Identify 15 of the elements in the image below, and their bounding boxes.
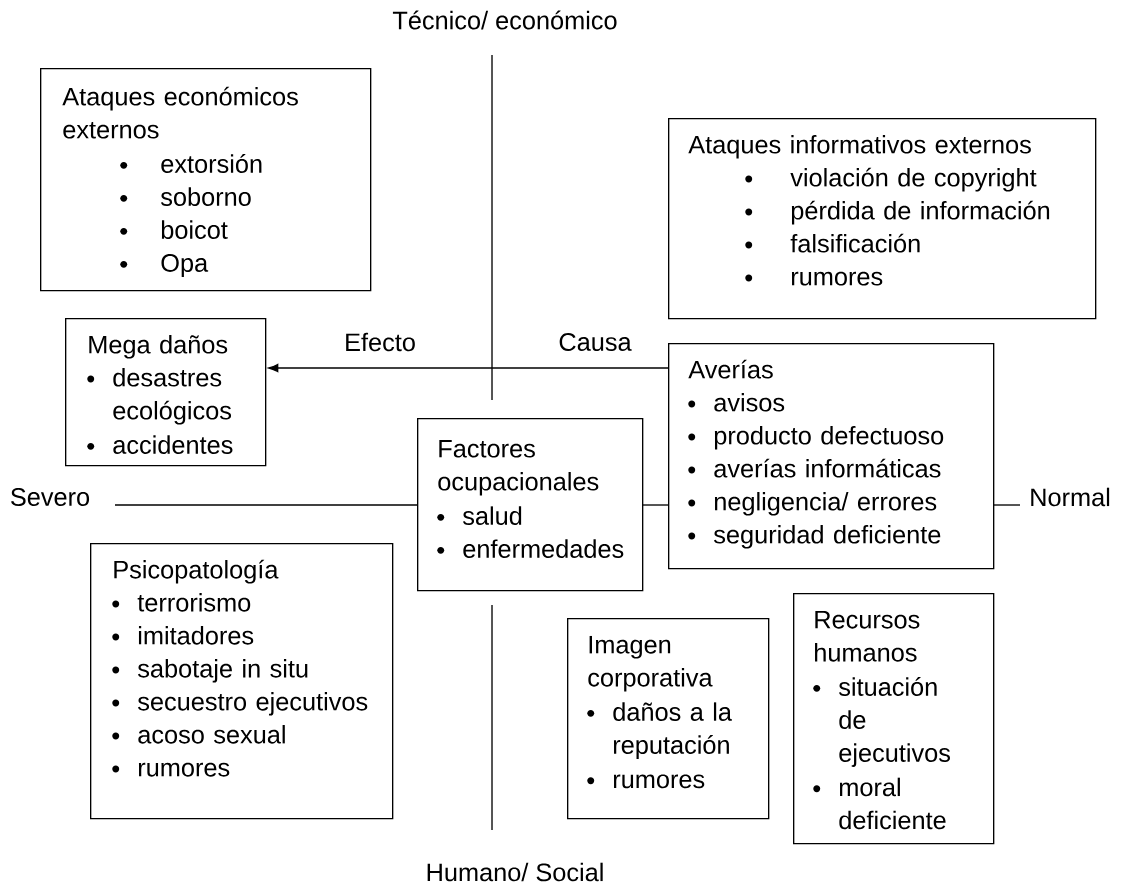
text-box: Ataques económicos externos extorsión soborno boicot Opa (40, 68, 372, 292)
text-box: Psicopatología terrorismo imitadores sabotaje in situ secuestro ejecutivos acoso sexual rumores (90, 543, 394, 820)
text-box: Recursos humanos situación de ejecutivos moral deficiente (793, 593, 995, 845)
text-box: Imagen corporativa daños a la reputación rumores (567, 618, 770, 820)
axis-label: Técnico/ económico (392, 10, 617, 30)
text-box: Averías avisos producto defectuoso averías informáticas negligencia/ errores seguridad deficiente (668, 343, 995, 570)
axis-label: Causa (559, 333, 632, 351)
axis-label: Severo (11, 488, 90, 506)
arrow (268, 363, 669, 373)
text-box: Mega daños desastres ecológicos accidentes (65, 318, 267, 467)
axis-label: Efecto (346, 332, 415, 352)
text-box: Factores ocupacionales salud enfermedades (417, 418, 644, 592)
axis-label: Humano/ Social (427, 862, 603, 882)
text-box: Ataques informativos externos violación de copyright pérdida de información falsificación rumores (668, 118, 1097, 320)
axis-label: Normal (1031, 487, 1110, 507)
